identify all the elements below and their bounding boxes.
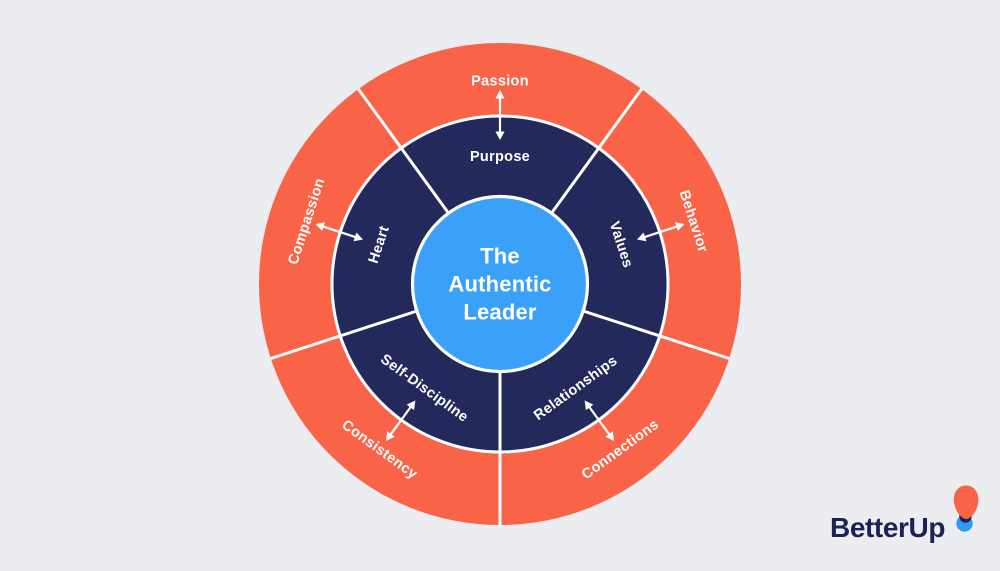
arrow-relationships-connections-icon	[584, 400, 615, 441]
arrow-heart-compassion-icon	[315, 222, 364, 242]
label-passion: Passion	[471, 74, 529, 90]
betterup-wordmark: BetterUp	[830, 512, 945, 543]
arrow-purpose-passion-icon	[495, 90, 505, 140]
logo-mark-balloon	[953, 485, 979, 520]
center-title-line1: The	[480, 244, 520, 269]
label-purpose: Purpose	[470, 149, 530, 165]
betterup-logo: BetterUp	[830, 485, 979, 543]
arrow-values-behavior-icon	[636, 222, 685, 242]
ring-arrows	[315, 90, 685, 441]
center-circle	[410, 194, 590, 374]
center-title-line3: Leader	[463, 300, 537, 325]
arrow-selfdiscipline-consistency-icon	[385, 400, 416, 441]
center-title-line2: Authentic	[448, 272, 551, 297]
authentic-leader-wheel: The Authentic Leader Purpose Values Rela…	[259, 43, 741, 525]
betterup-logo-mark-icon	[953, 485, 979, 532]
center-title: The Authentic Leader	[448, 244, 551, 325]
